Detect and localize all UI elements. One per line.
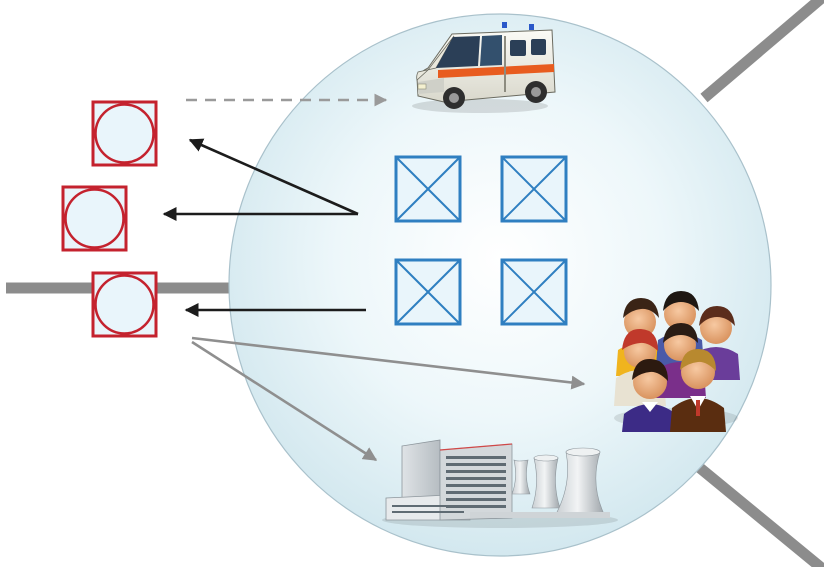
external-facility-2 — [61, 185, 128, 252]
internal-facility-4 — [500, 258, 568, 326]
internal-facilities — [394, 155, 568, 326]
internal-facility-1 — [394, 155, 462, 223]
arrow-to-people — [191, 336, 586, 390]
power-plant-icon — [382, 439, 618, 528]
external-facility-3 — [91, 271, 158, 338]
internal-facility-2 — [500, 155, 568, 223]
external-facilities — [61, 100, 158, 338]
internal-facility-3 — [394, 258, 462, 326]
external-facility-1 — [91, 100, 158, 167]
ambulance-icon — [412, 22, 556, 113]
road-bottom-right — [696, 463, 824, 567]
road-top-right — [700, 0, 824, 103]
arrow-to-external-1 — [188, 138, 359, 216]
flow-arrows — [162, 93, 586, 462]
arrow-to-power-plant — [191, 340, 378, 462]
people-group-icon — [614, 291, 740, 432]
